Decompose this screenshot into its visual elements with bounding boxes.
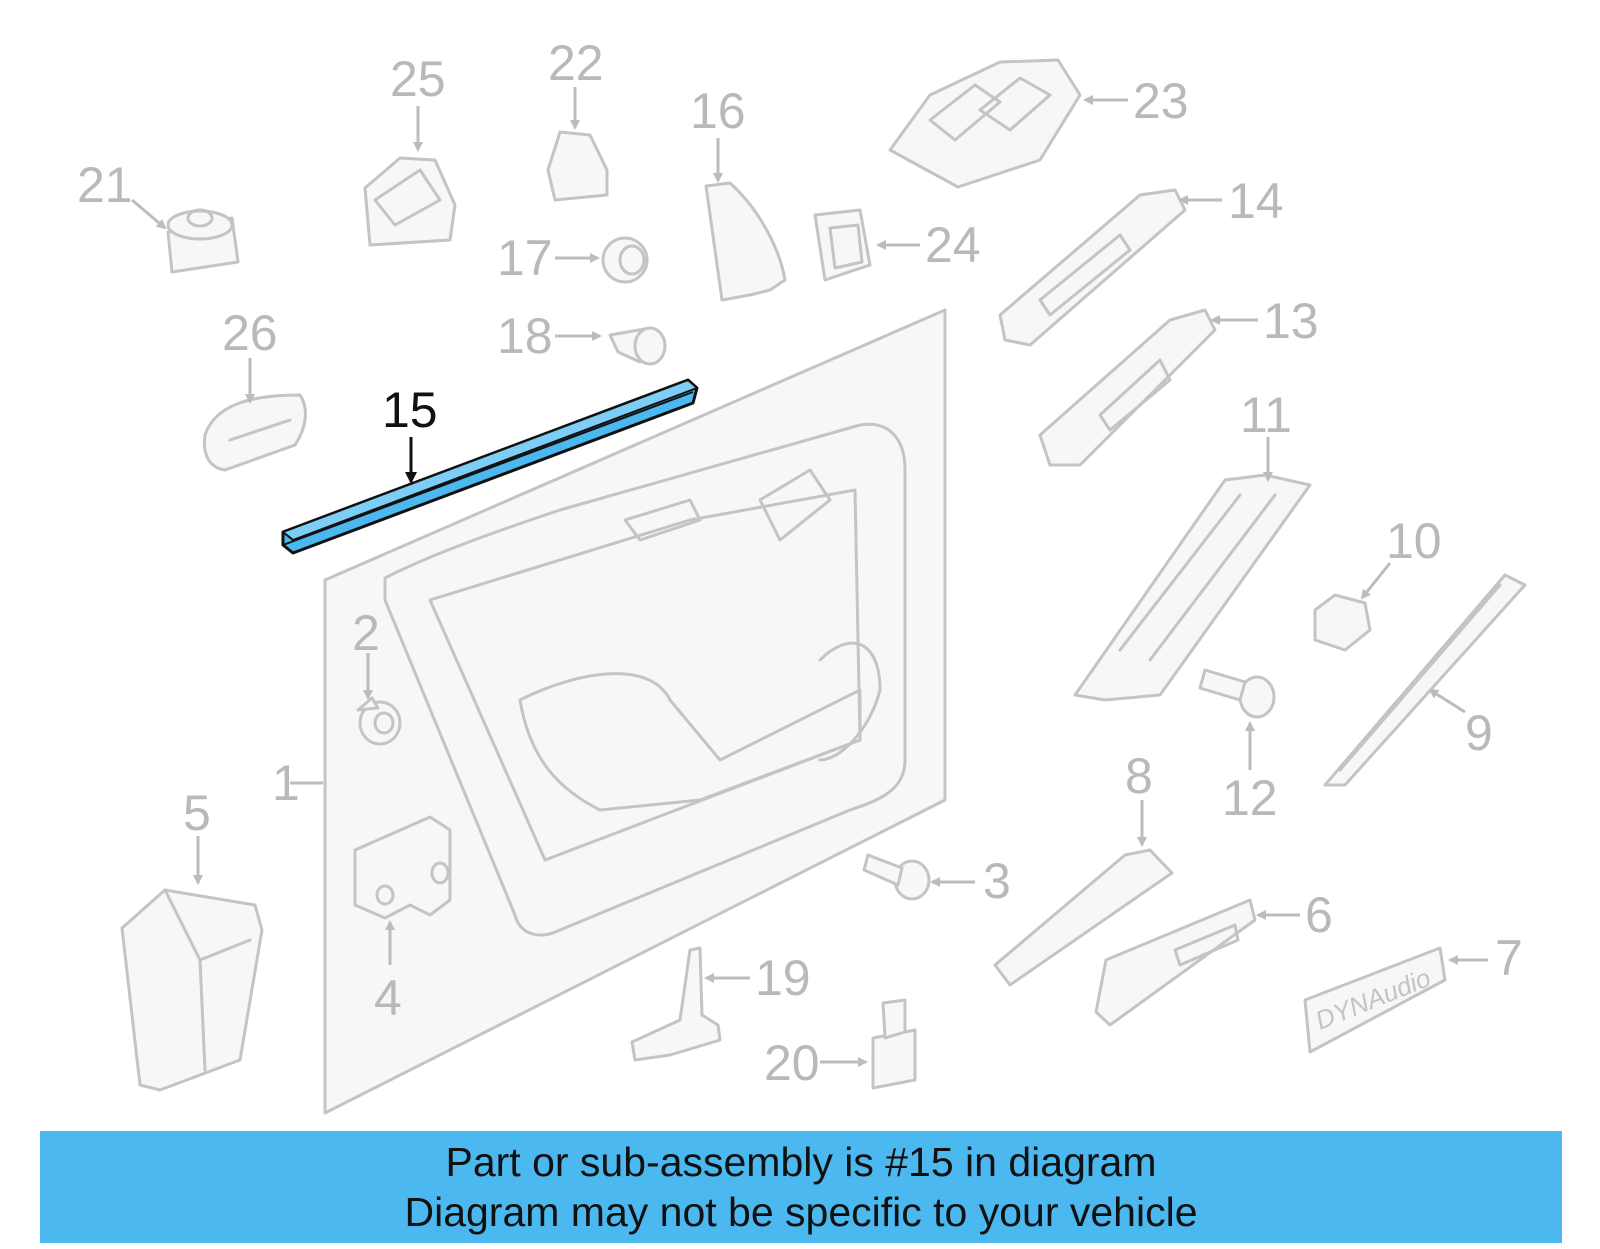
callout-20: 20 — [764, 1035, 820, 1091]
part-15-belt-weatherstrip — [281, 378, 699, 555]
banner-part-note: Part or sub-assembly is #15 in diagram — [445, 1139, 1157, 1185]
part-26-handle-cup — [202, 393, 307, 472]
part-16-mirror-cover — [704, 181, 787, 302]
callout-21: 21 — [77, 157, 133, 213]
callout-4: 4 — [374, 970, 402, 1026]
callout-12: 12 — [1222, 770, 1278, 826]
part-20-switch — [871, 998, 917, 1090]
callout-26: 26 — [222, 305, 278, 361]
callout-17: 17 — [497, 230, 553, 286]
callout-25: 25 — [390, 51, 446, 107]
callout-15-highlighted: 15 — [382, 382, 438, 438]
part-21-knob — [166, 208, 240, 274]
info-banner: Part or sub-assembly is #15 in diagram D… — [40, 1131, 1562, 1243]
banner-disclaimer: Diagram may not be specific to your vehi… — [404, 1189, 1198, 1235]
part-1-door-trim-panel — [323, 308, 947, 1115]
callout-1: 1 — [272, 755, 300, 811]
part-14-switch-bezel — [998, 188, 1187, 347]
part-7-badge: DYNAudio — [1303, 946, 1447, 1054]
part-6-handle-trim — [1094, 898, 1257, 1027]
callout-labels: 1 2 3 4 5 6 7 8 9 10 11 12 13 14 15 16 1… — [77, 35, 1523, 1091]
callout-11: 11 — [1240, 387, 1292, 443]
callout-13: 13 — [1263, 293, 1319, 349]
callout-14: 14 — [1228, 173, 1284, 229]
callout-6: 6 — [1305, 887, 1333, 943]
part-11-speaker-trim — [1073, 473, 1312, 702]
part-2-clip — [356, 696, 402, 746]
callout-9: 9 — [1465, 705, 1493, 761]
part-13-switch-bezel — [1038, 308, 1217, 467]
part-3-screw — [862, 853, 931, 901]
callout-16: 16 — [690, 83, 746, 139]
part-23-master-window-switch — [888, 58, 1082, 189]
callout-3: 3 — [983, 853, 1011, 909]
part-10-clip — [1313, 593, 1372, 652]
part-25-switch — [363, 156, 457, 247]
part-8-trim-strip — [993, 848, 1174, 987]
callout-23: 23 — [1133, 73, 1189, 129]
callout-24: 24 — [925, 217, 981, 273]
callout-8: 8 — [1125, 748, 1153, 804]
callout-7: 7 — [1495, 930, 1523, 986]
callout-2: 2 — [352, 605, 380, 661]
part-19-connector — [630, 946, 722, 1062]
part-12-screw — [1198, 668, 1276, 719]
callout-22: 22 — [548, 35, 604, 91]
leader-lines — [131, 87, 1488, 1067]
part-9-long-trim — [1323, 573, 1527, 787]
callout-10: 10 — [1386, 513, 1442, 569]
part-5-cover — [120, 888, 264, 1092]
parts-diagram: DYNAudio — [77, 35, 1527, 1115]
callout-19: 19 — [755, 950, 811, 1006]
part-18-push-pin — [608, 326, 667, 366]
callout-5: 5 — [183, 785, 211, 841]
part-22-switch — [546, 130, 609, 202]
callout-18: 18 — [497, 308, 553, 364]
part-4-bracket — [353, 815, 452, 920]
part-17-grommet — [601, 236, 649, 284]
part-24-switch — [813, 208, 872, 282]
